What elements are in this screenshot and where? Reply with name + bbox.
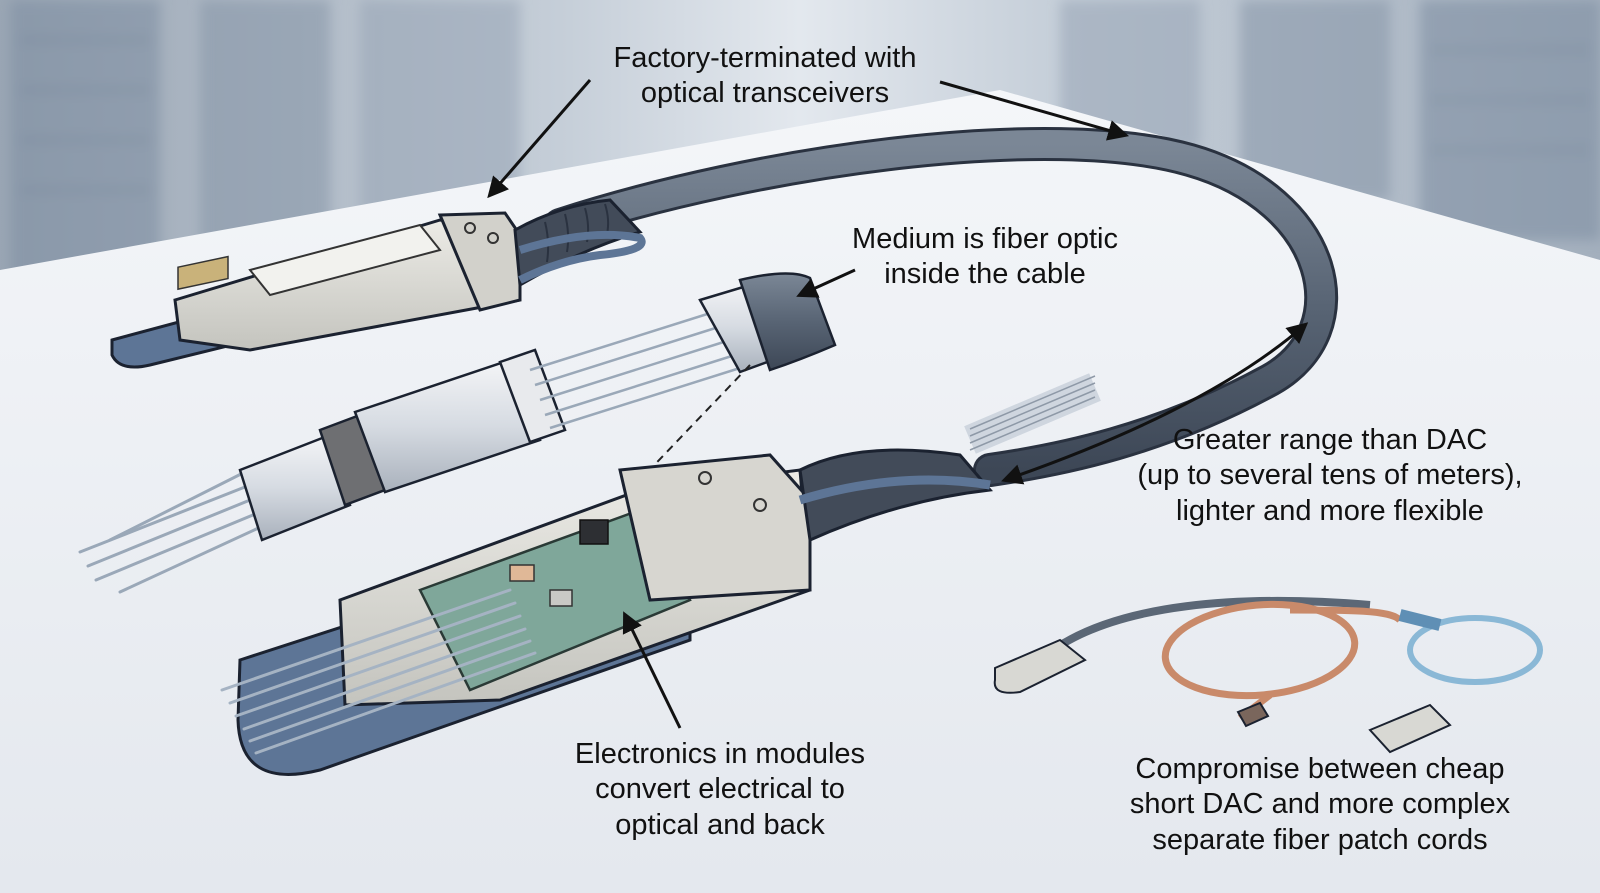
chip-icon [579,519,609,545]
label-electronics: Electronics in modules convert electrica… [574,738,866,841]
arrow-to-electronics [622,611,682,729]
label-compromise: Compromise between cheap short DAC and m… [1129,753,1511,856]
label-range: Greater range than DAC (up to several te… [1137,424,1523,527]
transceiver-top [110,198,646,369]
arrow-to-fiber-core [796,268,856,298]
fiber-cutaway [78,272,837,594]
annotation-arrows [487,79,1309,729]
patch-cord-inset [993,596,1543,754]
arrow-to-cable-arc [939,80,1130,141]
transceiver-bottom-cutaway [220,448,993,776]
arrow-to-top-module [487,79,592,199]
range-double-arrow [1001,322,1309,485]
label-medium: Medium is fiber optic inside the cable [852,223,1118,291]
label-factory-terminated: Factory-terminated with optical transcei… [613,42,917,110]
